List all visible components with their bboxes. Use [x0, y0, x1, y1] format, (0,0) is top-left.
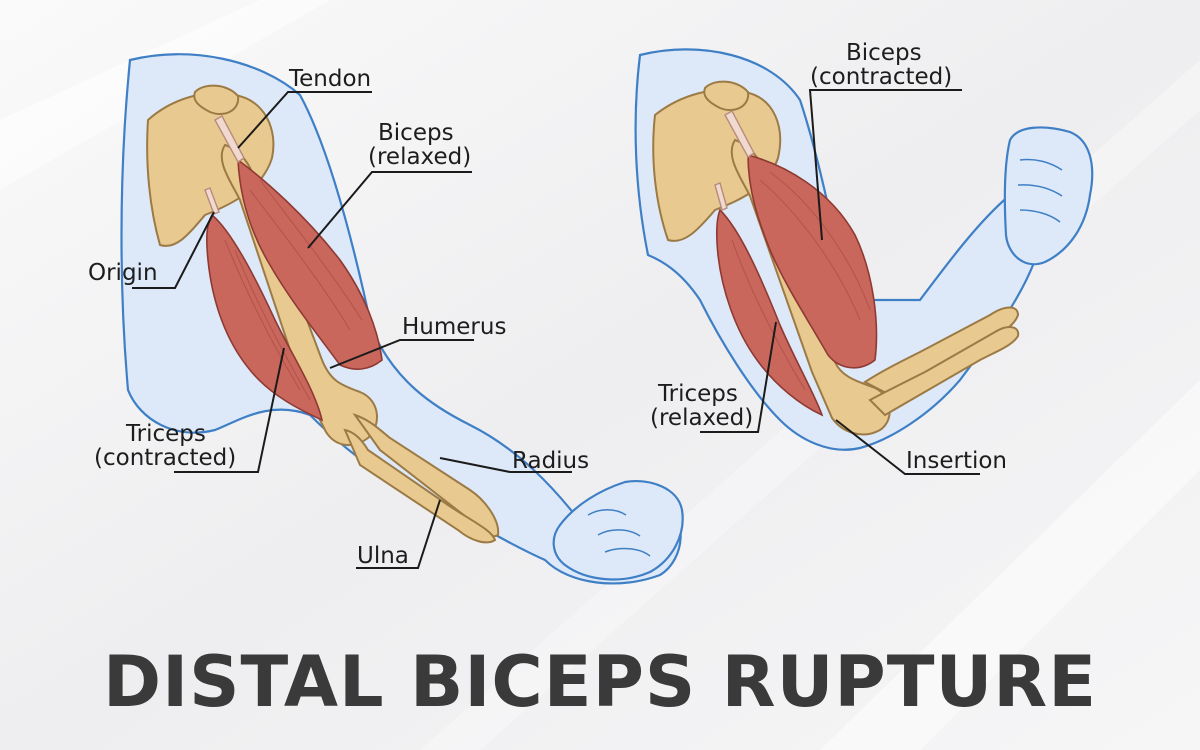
left-ulna: [343, 428, 497, 544]
label-triceps-contracted-line2: (contracted): [94, 445, 236, 471]
label-humerus: Humerus: [402, 314, 506, 340]
leader-tendon: [237, 91, 372, 149]
leader-origin: [132, 211, 215, 289]
label-triceps-relaxed-line1: Triceps: [657, 381, 738, 407]
leader-triceps-relaxed: [700, 321, 777, 433]
leader-biceps-relaxed: [307, 171, 472, 249]
label-biceps-relaxed-line1: Biceps: [378, 120, 454, 146]
leader-lines: [132, 89, 980, 569]
page-title: DISTAL BICEPS RUPTURE: [103, 641, 1097, 723]
leader-insertion: [835, 419, 980, 475]
right-triceps: [715, 208, 824, 417]
label-ulna: Ulna: [357, 543, 409, 569]
leader-biceps-contracted: [808, 89, 962, 241]
label-tendon: Tendon: [288, 66, 371, 92]
leader-humerus: [329, 339, 474, 369]
label-radius: Radius: [512, 448, 589, 474]
leader-triceps-contracted: [174, 347, 285, 473]
label-biceps-contracted-line1: Biceps: [846, 40, 922, 66]
label-biceps-relaxed-line2: (relaxed): [368, 144, 471, 170]
right-ulna: [868, 326, 1020, 417]
label-biceps-contracted-line2: (contracted): [810, 64, 952, 90]
right-fist: [1003, 126, 1094, 266]
leader-radius: [439, 457, 572, 473]
labels: Tendon Biceps (relaxed) Origin Humerus T…: [88, 40, 1007, 569]
leader-ulna: [356, 499, 441, 569]
label-triceps-relaxed-line2: (relaxed): [650, 405, 753, 431]
label-origin: Origin: [88, 260, 158, 286]
right-arm-illustration: [634, 48, 1094, 451]
label-triceps-contracted-line1: Triceps: [125, 421, 206, 447]
label-insertion: Insertion: [906, 448, 1007, 474]
left-arm-illustration: [120, 53, 684, 585]
right-biceps: [747, 153, 878, 369]
